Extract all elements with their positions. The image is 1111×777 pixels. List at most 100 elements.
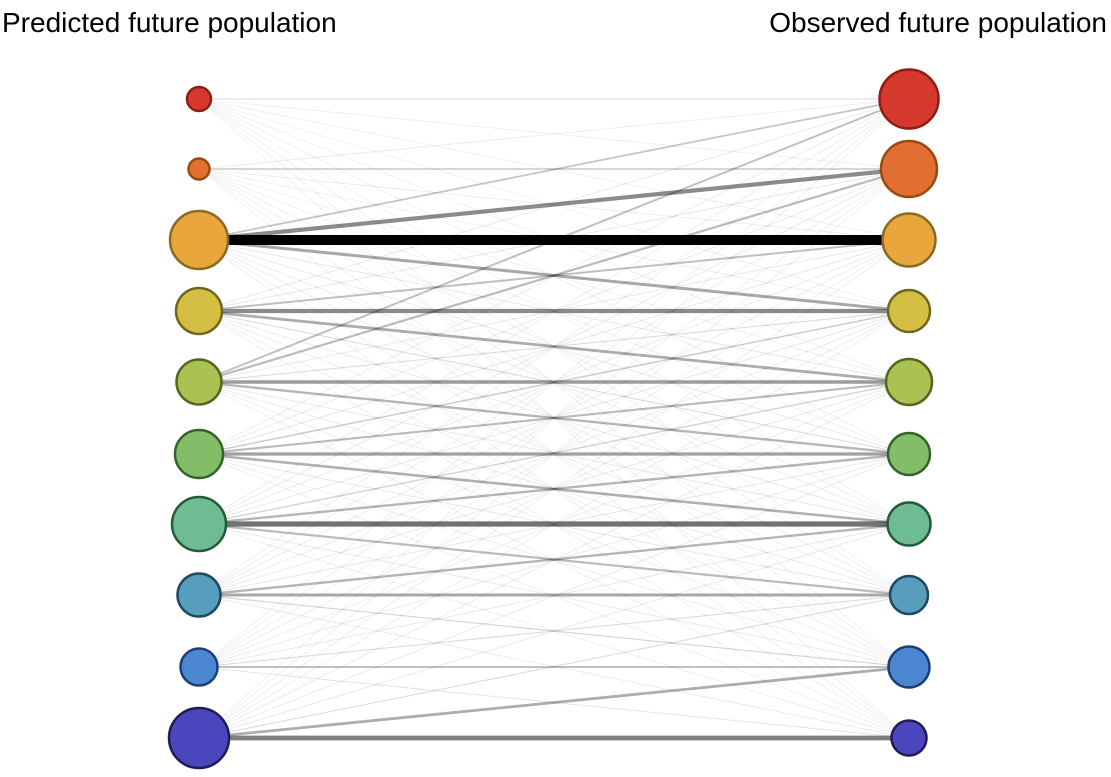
predicted-node-2-orange [187,157,211,181]
edge-predicted4-observed3 [198,239,910,312]
edge-predicted2-observed5 [198,168,910,383]
predicted-node-1-red [185,85,213,113]
edge-predicted5-observed3 [198,239,910,383]
edge-predicted3-observed2 [198,166,910,243]
predicted-node-4-mustard [174,286,224,336]
edge-predicted3-observed9 [198,239,910,668]
edge-predicted10-observed9 [198,665,910,740]
observed-node-3-amber [881,212,937,268]
edge-predicted7-observed9 [198,523,910,668]
edge-predicted6-observed7 [198,452,910,526]
edge-predicted1-observed3 [198,98,910,241]
edge-predicted1-observed6 [198,98,910,455]
predicted-node-9-blue [179,647,219,687]
edge-predicted5-observed10 [198,381,910,739]
predicted-node-3-amber [168,209,230,271]
edge-predicted10-observed3 [198,239,910,739]
edge-predicted10-observed7 [198,523,910,739]
edge-predicted7-observed1 [198,98,910,525]
edge-predicted4-observed6 [198,310,910,455]
observed-node-1-red [878,68,940,130]
edge-predicted2-observed9 [198,168,910,668]
edge-predicted1-observed9 [198,98,910,668]
observed-node-4-mustard [886,288,932,334]
edge-predicted7-observed10 [198,523,910,739]
edge-predicted4-observed8 [198,310,910,596]
edge-predicted5-observed6 [198,380,910,456]
edge-predicted7-observed4 [198,310,910,525]
predicted-node-7-sea-green [170,495,228,553]
edge-predicted5-observed8 [198,381,910,596]
observed-node-5-yellow-green [884,357,934,407]
observed-node-8-teal-blue [888,574,930,616]
edge-predicted2-observed7 [198,168,910,525]
edge-predicted8-observed10 [198,594,910,739]
edge-predicted9-observed4 [198,310,910,668]
observed-node-9-blue [887,645,931,689]
edge-predicted8-observed3 [198,239,910,596]
edge-predicted4-observed5 [198,309,910,384]
edge-predicted7-observed8 [198,522,910,597]
edge-predicted9-observed3 [198,239,910,668]
edge-predicted7-observed6 [198,452,910,526]
edge-predicted6-observed9 [198,453,910,668]
edge-predicted3-observed8 [198,239,910,596]
edge-predicted7-observed3 [198,239,910,525]
edge-predicted1-observed4 [198,98,910,312]
edge-predicted10-observed1 [198,98,910,739]
edge-predicted9-observed6 [198,453,910,668]
observed-node-10-indigo [890,719,928,757]
edge-predicted6-observed10 [198,453,910,739]
edge-predicted6-observed1 [198,98,910,455]
predicted-node-5-yellow-green [175,358,223,406]
edge-predicted7-observed2 [198,168,910,525]
edge-predicted1-observed10 [198,98,910,739]
edge-predicted3-observed4 [198,238,910,313]
predicted-node-8-teal-blue [176,572,222,618]
edge-predicted4-observed1 [198,98,910,312]
edge-predicted5-observed4 [198,310,910,383]
predicted-node-6-green [173,428,225,480]
edge-predicted10-observed5 [198,381,910,739]
edge-predicted5-observed2 [198,167,910,384]
edge-predicted4-observed7 [198,310,910,525]
edge-predicted8-observed9 [198,594,910,668]
edge-predicted2-observed6 [198,168,910,455]
edge-predicted1-observed7 [198,98,910,525]
predicted-node-10-indigo [167,706,231,770]
edge-predicted4-observed9 [198,310,910,668]
edge-predicted10-observed8 [198,594,910,739]
edge-predicted6-observed5 [198,380,910,456]
edge-predicted9-observed10 [198,666,910,739]
edge-predicted2-observed10 [198,168,910,739]
observed-node-2-orange [879,139,939,199]
edge-predicted3-observed6 [198,239,910,455]
right-column-title: Observed future population [769,7,1107,38]
edge-predicted2-observed3 [198,168,910,241]
edge-predicted6-observed4 [198,310,910,455]
observed-node-6-green [886,431,932,477]
left-column-title: Predicted future population [2,7,337,38]
edge-predicted5-observed7 [198,381,910,525]
edge-predicted10-observed2 [198,168,910,739]
edge-predicted3-observed5 [198,239,910,383]
edge-predicted8-observed4 [198,310,910,596]
edge-predicted3-observed10 [198,239,910,739]
edge-predicted9-observed8 [198,594,910,668]
observed-node-7-sea-green [886,501,932,547]
edge-predicted9-observed1 [198,98,910,668]
edge-predicted3-observed7 [198,239,910,525]
edge-predicted8-observed1 [198,98,910,596]
edge-predicted7-observed5 [198,381,910,525]
edge-predicted8-observed5 [198,381,910,596]
edge-predicted2-observed1 [198,98,910,170]
edge-predicted10-observed6 [198,453,910,739]
edge-predicted1-observed8 [198,98,910,596]
edge-predicted3-observed1 [198,98,910,241]
edge-predicted1-observed2 [198,98,910,170]
edge-predicted8-observed7 [198,522,910,597]
edge-predicted6-observed2 [198,168,910,455]
edge-predicted9-observed2 [198,168,910,668]
